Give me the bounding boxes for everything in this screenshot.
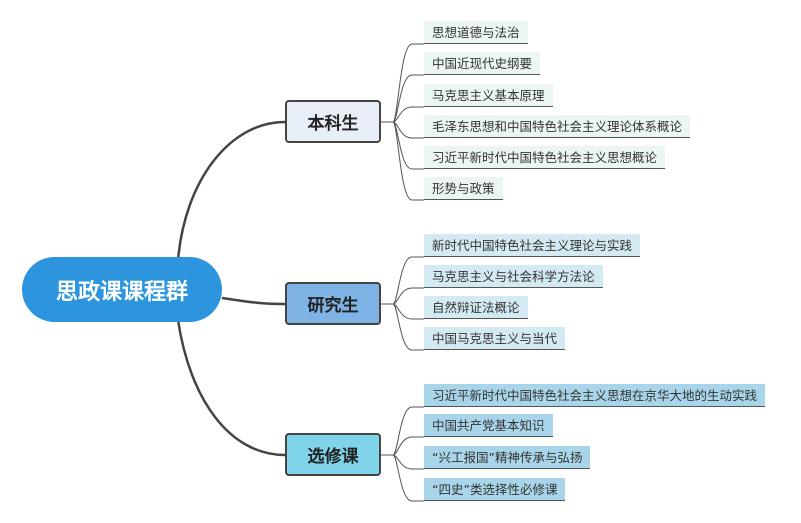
branch-graduate[interactable]: 研究生 — [285, 282, 381, 325]
connector-root-undergraduate — [176, 120, 286, 261]
branch-undergraduate[interactable]: 本科生 — [285, 100, 381, 143]
connector-leaf — [392, 406, 424, 456]
root-node[interactable]: 思政课课程群 — [22, 257, 222, 322]
leaf-node[interactable]: 新时代中国特色社会主义理论与实践 — [424, 234, 641, 257]
leaf-node[interactable]: 中国共产党基本知识 — [424, 414, 553, 437]
connector-root-elective — [176, 319, 286, 457]
branch-elective[interactable]: 选修课 — [285, 433, 381, 476]
leaf-node[interactable]: 习近平新时代中国特色社会主义思想概论 — [424, 146, 666, 169]
connector-leaf — [392, 256, 424, 305]
leaf-node[interactable]: 思想道德与法治 — [424, 21, 528, 44]
leaf-node[interactable]: “四史”类选择性必修课 — [424, 478, 566, 501]
connector-leaf — [392, 303, 424, 320]
leaf-node[interactable]: 形势与政策 — [424, 177, 503, 200]
connector-root-graduate — [221, 296, 286, 306]
connector-leaf — [392, 287, 424, 305]
connector-leaf — [392, 454, 424, 502]
leaf-node[interactable]: 马克思主义与社会科学方法论 — [424, 265, 603, 288]
connector-leaf — [392, 121, 424, 201]
leaf-node[interactable]: “兴工报国”精神传承与弘扬 — [424, 446, 591, 469]
connector-leaf — [392, 303, 424, 351]
leaf-node[interactable]: 习近平新时代中国特色社会主义思想在京华大地的生动实践 — [424, 384, 766, 407]
connector-leaf — [392, 454, 424, 470]
connector-leaf — [392, 436, 424, 456]
connector-leaf — [392, 74, 424, 123]
leaf-node[interactable]: 中国马克思主义与当代 — [424, 327, 566, 350]
leaf-node[interactable]: 中国近现代史纲要 — [424, 52, 541, 75]
connector-leaf — [392, 106, 424, 123]
leaf-node[interactable]: 自然辩证法概论 — [424, 296, 528, 319]
leaf-node[interactable]: 马克思主义基本原理 — [424, 84, 553, 107]
leaf-node[interactable]: 毛泽东思想和中国特色社会主义理论体系概论 — [424, 115, 691, 138]
connector-leaf — [392, 121, 424, 139]
